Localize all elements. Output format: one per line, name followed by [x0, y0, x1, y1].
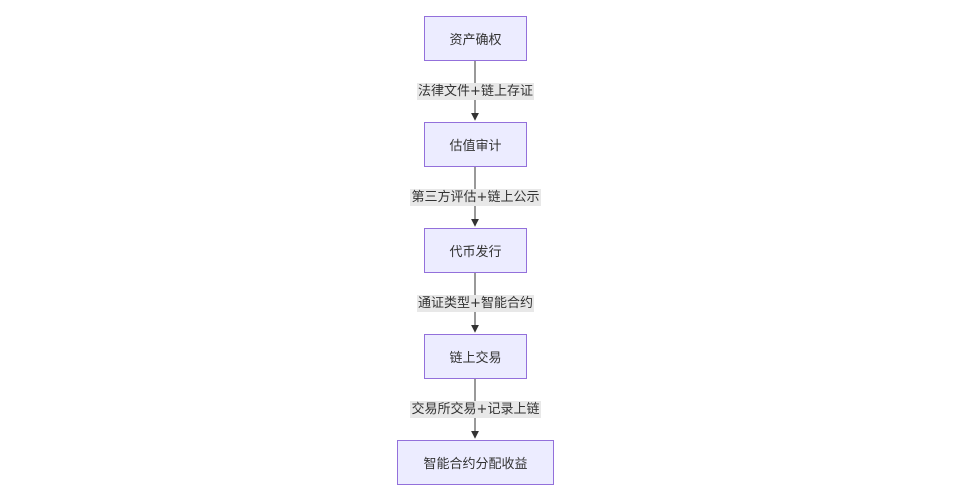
edge-label-text: 第三方评估+链上公示	[411, 190, 540, 205]
node-onchain-trading: 链上交易	[424, 334, 527, 379]
node-label: 代币发行	[449, 245, 502, 260]
edge-label-2: 第三方评估+链上公示	[410, 189, 541, 206]
node-label: 链上交易	[449, 351, 502, 366]
edge-label-3: 通证类型+智能合约	[417, 295, 534, 312]
node-profit-distribution: 智能合约分配收益	[397, 440, 554, 485]
edge-label-1: 法律文件+链上存证	[417, 83, 534, 100]
node-asset-confirm: 资产确权	[424, 16, 527, 61]
node-label: 智能合约分配收益	[423, 457, 528, 472]
edge-label-4: 交易所交易+记录上链	[410, 401, 541, 418]
edge-label-text: 交易所交易+记录上链	[411, 402, 540, 417]
node-label: 资产确权	[449, 33, 502, 48]
edge-label-text: 法律文件+链上存证	[418, 84, 533, 99]
node-token-issuance: 代币发行	[424, 228, 527, 273]
edge-label-text: 通证类型+智能合约	[418, 296, 533, 311]
node-valuation-audit: 估值审计	[424, 122, 527, 167]
node-label: 估值审计	[449, 139, 502, 154]
